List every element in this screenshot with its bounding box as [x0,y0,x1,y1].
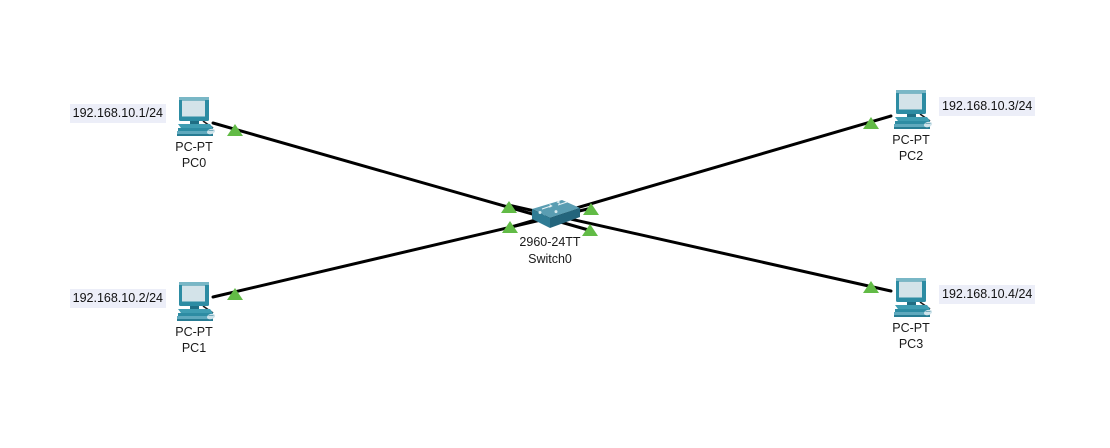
device-label-group: 2960-24TT Switch0 [480,234,620,268]
device-name-label: PC1 [181,341,207,355]
ip-address-label: 192.168.10.4/24 [939,285,1036,304]
link-status-triangle-icon [863,117,879,129]
link-status-triangle-icon [227,288,243,300]
device-model-label: PC-PT [175,140,213,154]
device-model-label: 2960-24TT [519,235,581,249]
device-label-group: PC-PT PC0 [124,139,264,171]
device-model-label: PC-PT [175,325,213,339]
link-status-indicators [227,117,879,300]
network-switch-icon[interactable] [518,192,582,236]
pc-workstation-icon[interactable] [170,276,218,324]
link-line[interactable] [211,121,594,233]
device-model-label: PC-PT [892,321,930,335]
device-name-label: PC3 [898,337,924,351]
device-model-label: PC-PT [892,133,930,147]
pc-workstation-icon[interactable] [170,91,218,139]
device-name-label: Switch0 [528,252,572,266]
device-label-group: PC-PT PC1 [124,324,264,356]
device-label-group: PC-PT PC2 [841,132,981,164]
device-name-label: PC0 [181,156,207,170]
link-status-triangle-icon [501,201,517,213]
ip-address-label: 192.168.10.2/24 [69,289,166,308]
link-status-triangle-icon [227,124,243,136]
link-status-triangle-icon [863,281,879,293]
device-name-label: PC2 [898,149,924,163]
pc-workstation-icon[interactable] [887,84,935,132]
ip-address-label: 192.168.10.1/24 [69,104,166,123]
link-status-triangle-icon [583,203,599,215]
link-status-triangle-icon [582,224,598,236]
link-status-triangle-icon [502,221,518,233]
ip-address-label: 192.168.10.3/24 [939,97,1036,116]
pc-workstation-icon[interactable] [887,272,935,320]
device-label-group: PC-PT PC3 [841,320,981,352]
